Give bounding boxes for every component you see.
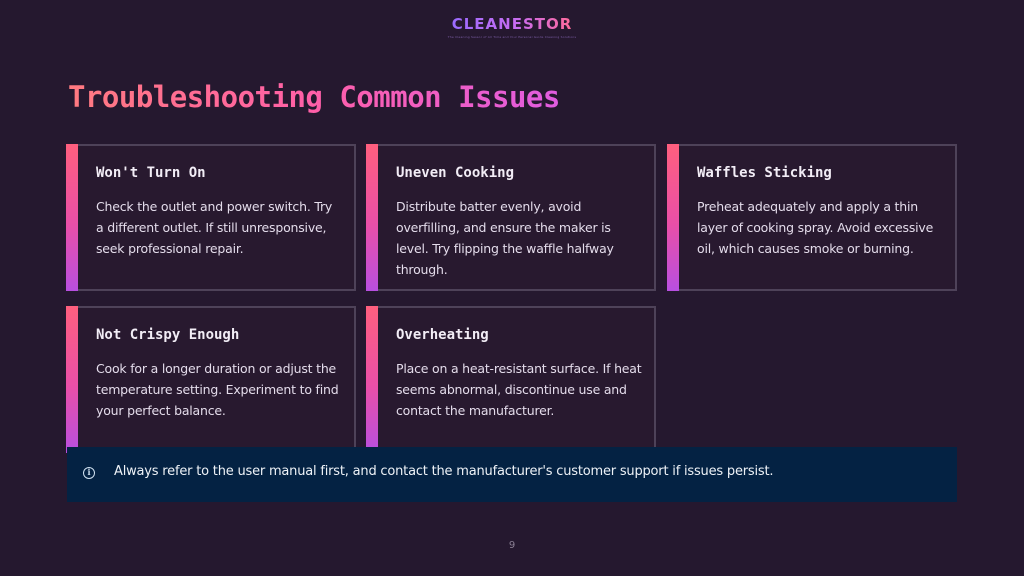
page-number: 9 [508, 540, 516, 551]
issue-card-not-crispy: Not Crispy Enough Cook for a longer dura… [66, 306, 356, 453]
issue-card-title: Uneven Cooking [396, 165, 515, 181]
info-icon: i [83, 467, 95, 479]
issue-card-title: Waffles Sticking [697, 165, 832, 181]
support-note: i Always refer to the user manual first,… [67, 447, 957, 502]
issue-card-body: Cook for a longer duration or adjust the… [96, 361, 339, 418]
issue-card-title: Overheating [396, 327, 489, 343]
issue-card-title: Won't Turn On [96, 165, 206, 181]
slide-title: Troubleshooting Common Issues [68, 80, 560, 114]
issue-card-title: Not Crispy Enough [96, 327, 240, 343]
brand-tagline: The Cleaning Sessor of All Time and Your… [447, 35, 577, 39]
issue-card-body: Distribute batter evenly, avoid overfill… [396, 199, 614, 277]
support-note-text: Always refer to the user manual first, a… [114, 464, 774, 479]
brand-header: CLEANESTOR The Cleaning Sessor of All Ti… [0, 14, 1024, 39]
issue-card-body: Check the outlet and power switch. Try a… [96, 199, 333, 256]
issue-card-waffles-sticking: Waffles Sticking Preheat adequately and … [667, 144, 957, 291]
issue-card-wont-turn-on: Won't Turn On Check the outlet and power… [66, 144, 356, 291]
brand-logo: CLEANESTOR [451, 15, 573, 33]
issue-card-body: Preheat adequately and apply a thin laye… [697, 199, 934, 256]
issue-card-overheating: Overheating Place on a heat-resistant su… [366, 306, 656, 453]
issue-card-body: Place on a heat-resistant surface. If he… [396, 361, 642, 418]
issue-card-uneven-cooking: Uneven Cooking Distribute batter evenly,… [366, 144, 656, 291]
